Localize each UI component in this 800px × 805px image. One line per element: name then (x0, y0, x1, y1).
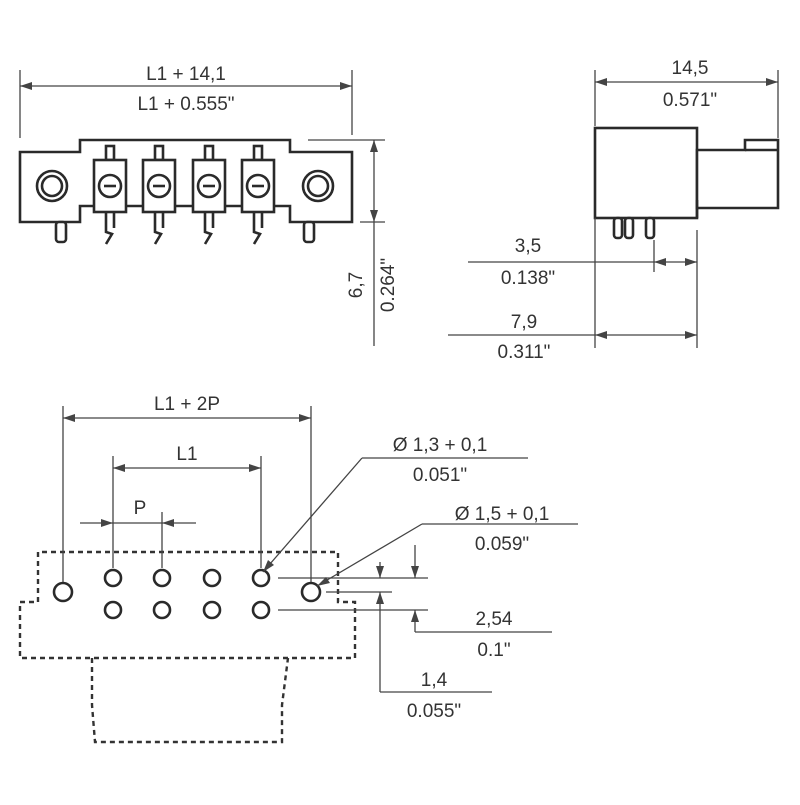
offset-in-label: 0.055" (407, 701, 461, 722)
terminal-3 (191, 144, 227, 214)
solder-pin-3 (203, 212, 215, 245)
right-mounting-hole (301, 169, 335, 203)
pin-hole (152, 600, 172, 620)
large-hole-leader (316, 523, 423, 587)
side-body (593, 126, 699, 220)
height-mm-label: 6,7 (346, 272, 367, 298)
plug-outline (90, 657, 290, 744)
solder-pin-1 (104, 212, 116, 245)
width-mm-label: L1 + 14,1 (146, 64, 226, 85)
pitch-label: P (134, 498, 147, 519)
terminal-2 (141, 144, 177, 214)
width-in-label: L1 + 0.555" (137, 94, 234, 115)
pin-hole (251, 568, 271, 588)
depth-mm-label: 14,5 (672, 58, 709, 79)
left-flange-pin (54, 220, 68, 244)
pin-hole (202, 568, 222, 588)
left-mounting-hole (35, 169, 69, 203)
pin-hole (103, 600, 123, 620)
side-pin-3 (644, 216, 656, 240)
body-depth-mm-label: 7,9 (511, 312, 537, 333)
terminal-1 (92, 144, 128, 214)
right-flange-pin (302, 220, 316, 244)
height-in-label: 0.264" (378, 258, 399, 312)
pin-hole (202, 600, 222, 620)
pcb-footprint: L1 + 2P L1 P Ø 1,3 + 0,1 0.051" Ø 1,5 + … (18, 394, 578, 744)
large-hole-mm-label: Ø 1,5 + 0,1 (455, 504, 550, 525)
small-hole-leader (262, 457, 363, 573)
large-hole-left (52, 581, 74, 603)
offset-mm-label: 1,4 (421, 670, 448, 691)
small-hole-in-label: 0.051" (413, 465, 467, 486)
pin-hole (251, 600, 271, 620)
side-pin-2 (623, 216, 635, 240)
solder-pin-2 (153, 212, 165, 245)
overall-pitch-label: L1 + 2P (154, 394, 220, 415)
row-spacing-mm-label: 2,54 (476, 609, 513, 630)
large-hole-right (300, 581, 322, 603)
body-depth-in-label: 0.311" (498, 342, 551, 363)
front-view: L1 + 14,1 L1 + 0.555" 6,7 0.264" (18, 64, 399, 346)
pin-offset-mm-label: 3,5 (515, 236, 541, 257)
front-body-outline (18, 138, 354, 224)
span-label: L1 (176, 444, 197, 465)
pin-hole (152, 568, 172, 588)
depth-in-label: 0.571" (663, 90, 717, 111)
footprint-outline (18, 550, 357, 660)
pin-offset-in-label: 0.138" (501, 268, 555, 289)
large-hole-in-label: 0.059" (475, 534, 529, 555)
solder-pin-4 (252, 212, 264, 245)
side-pin-1 (612, 216, 624, 240)
terminal-4 (240, 144, 276, 214)
pin-hole (103, 568, 123, 588)
side-view: 14,5 0.571" 3,5 0.138" 7,9 0.311" (448, 58, 780, 363)
row-spacing-in-label: 0.1" (477, 640, 510, 661)
small-hole-mm-label: Ø 1,3 + 0,1 (393, 435, 488, 456)
